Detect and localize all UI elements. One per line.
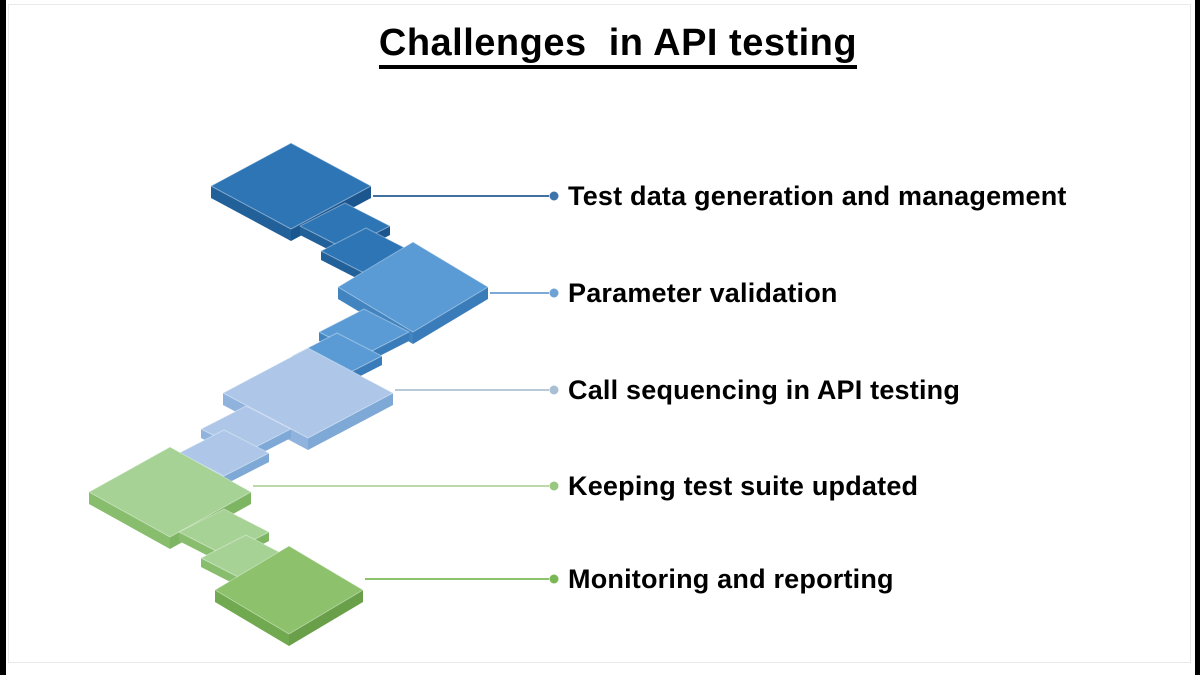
right-letterbox-bar <box>1195 0 1200 675</box>
step-tile-5-face-right <box>289 590 363 646</box>
challenge-label-5: Monitoring and reporting <box>568 564 894 594</box>
page-title: Challenges in API testing <box>378 22 858 69</box>
step-connector-tile-3-2-face-right <box>224 453 269 485</box>
step-tile-5-face-left <box>215 590 289 646</box>
step-tile-4-face-left <box>89 492 170 549</box>
step-connector-tile-1-2-face-left <box>321 251 366 283</box>
connector-dot-5 <box>549 574 559 584</box>
step-tile-1-face-top <box>210 142 372 230</box>
title-container: Challenges in API testing <box>18 22 1200 69</box>
step-tile-2-face-right <box>413 287 488 344</box>
connector-dot-3 <box>549 385 559 395</box>
challenge-label-3: Call sequencing in API testing <box>568 375 961 405</box>
left-letterbox-bar <box>0 0 6 675</box>
step-tile-4-face-top <box>88 446 252 538</box>
step-tile-3-face-right <box>308 393 393 450</box>
challenge-label-4: Keeping test suite updated <box>568 471 919 501</box>
step-tile-5-face-top <box>214 545 364 635</box>
step-tile-1-face-left <box>211 186 291 241</box>
challenge-label-1: Test data generation and management <box>568 181 1067 211</box>
connector-dot-2 <box>549 288 559 298</box>
connector-dot-4 <box>549 481 559 491</box>
connector-dot-1 <box>549 191 559 201</box>
challenge-label-2: Parameter validation <box>568 278 838 308</box>
step-tile-3-face-top <box>222 347 394 439</box>
step-tile-2-face-top <box>337 241 489 333</box>
